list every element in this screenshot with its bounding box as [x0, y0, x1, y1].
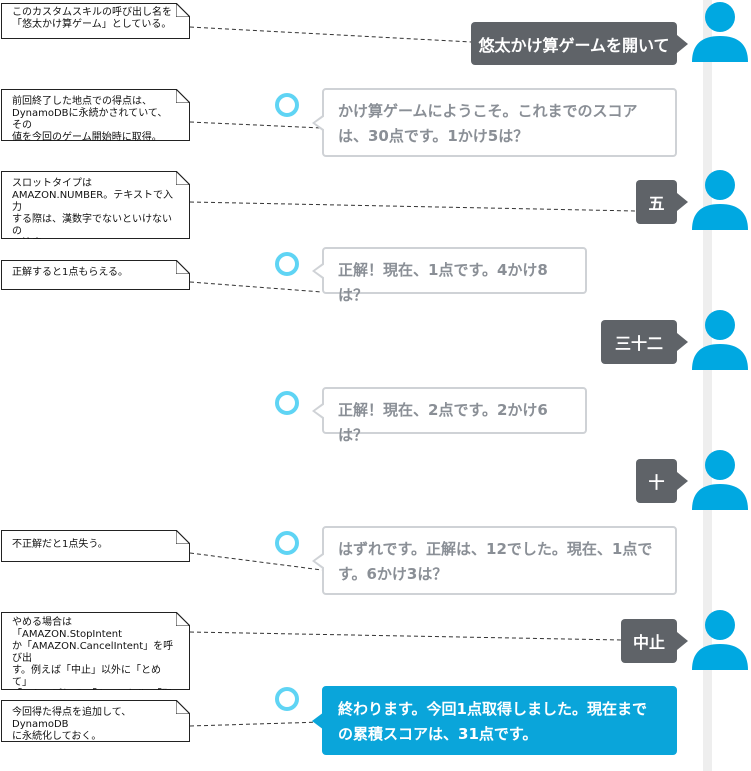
note-correct-text: 正解すると1点もらえる。: [12, 267, 129, 278]
alexa-message: 正解！現在、1点です。4かけ8は？: [322, 247, 587, 304]
user-avatar-icon: [689, 168, 751, 230]
note-dynamodb-load: 前回終了した地点での得点は、 DynamoDBに永続かされていて、その 値を今回…: [1, 89, 190, 141]
note-stop-intent-text: やめる場合は「AMAZON.StopIntent か「AMAZON.Cancel…: [12, 617, 174, 700]
user-message: 三十二: [601, 320, 677, 364]
note-dynamodb-load-text: 前回終了した地点での得点は、 DynamoDBに永続かされていて、その 値を今回…: [12, 96, 168, 143]
note-slot-type: スロットタイプは AMAZON.NUMBER。テキストで入力 する際は、漢数字で…: [1, 171, 190, 239]
note-dynamodb-save-text: 今回得た得点を追加して、DynamoDB に永続化しておく。: [12, 707, 132, 742]
user-avatar-icon: [689, 448, 751, 510]
alexa-ring-icon: [274, 92, 300, 118]
note-stop-intent: やめる場合は「AMAZON.StopIntent か「AMAZON.Cancel…: [1, 612, 190, 690]
alexa-final-message: 終わります。今回1点取得しました。現在までの累積スコアは、31点です。: [322, 686, 677, 755]
user-avatar-icon: [689, 308, 751, 370]
note-incorrect-text: 不正解だと1点失う。: [12, 539, 108, 550]
note-invocation: このカスタムスキルの呼び出し名を 「悠太かけ算ゲーム」としている。: [1, 3, 190, 39]
alexa-ring-icon: [274, 686, 300, 712]
note-invocation-text: このカスタムスキルの呼び出し名を 「悠太かけ算ゲーム」としている。: [12, 7, 172, 30]
user-message: 中止: [621, 619, 677, 663]
note-dynamodb-save: 今回得た得点を追加して、DynamoDB に永続化しておく。: [1, 700, 190, 742]
note-slot-type-text: スロットタイプは AMAZON.NUMBER。テキストで入力 する際は、漢数字で…: [12, 178, 173, 249]
note-correct: 正解すると1点もらえる。: [1, 260, 190, 290]
user-avatar-icon: [689, 0, 751, 62]
alexa-message: はずれです。正解は、12でした。現在、1点です。6かけ3は？: [322, 526, 677, 595]
alexa-message: かけ算ゲームにようこそ。これまでのスコアは、30点です。1かけ5は？: [322, 88, 677, 157]
user-message: 悠太かけ算ゲームを開いて: [471, 22, 677, 65]
timeline-rail: [703, 0, 712, 771]
alexa-ring-icon: [274, 530, 300, 556]
user-avatar-icon: [689, 608, 751, 670]
user-message: 五: [636, 180, 677, 224]
note-incorrect: 不正解だと1点失う。: [1, 530, 190, 562]
user-message: 十: [636, 459, 677, 503]
alexa-ring-icon: [274, 251, 300, 277]
alexa-message: 正解！現在、2点です。2かけ6は？: [322, 387, 587, 444]
alexa-ring-icon: [274, 390, 300, 416]
